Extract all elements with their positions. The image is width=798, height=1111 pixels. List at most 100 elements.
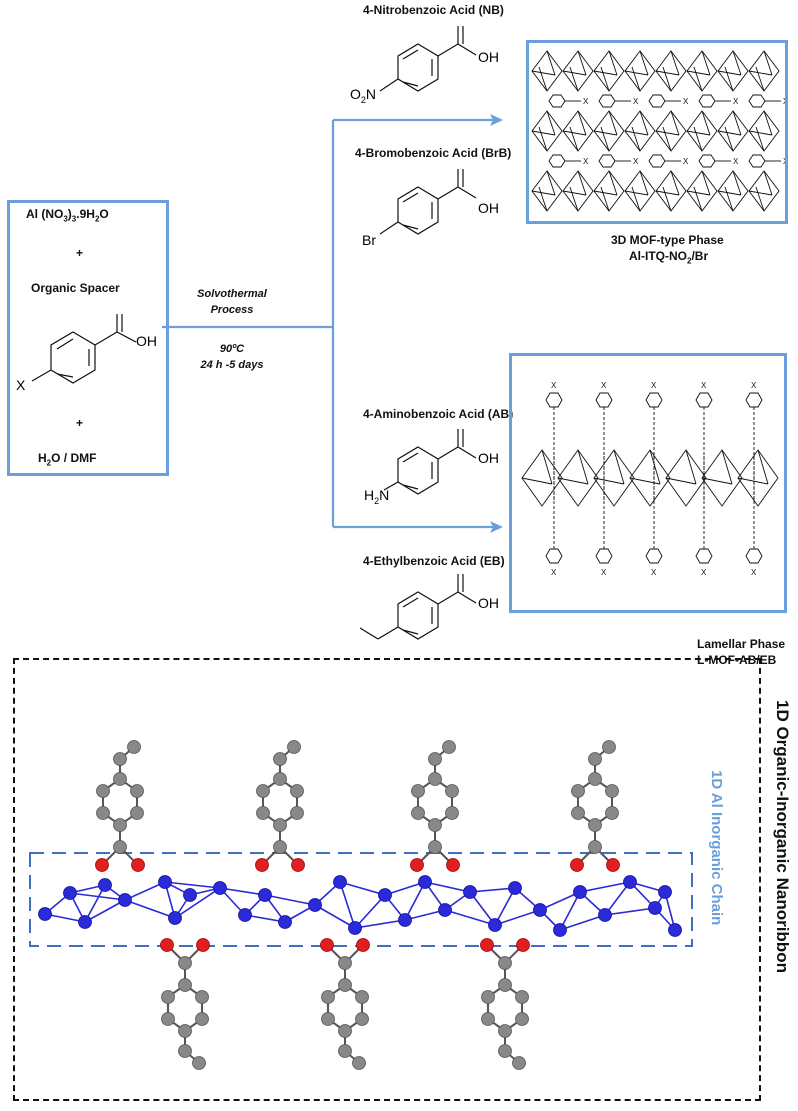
lamellar-linker-ring	[695, 392, 713, 408]
linker-x-label: X	[683, 157, 689, 166]
carbon-atom	[605, 806, 619, 820]
carbon-atom	[178, 1024, 192, 1038]
lamellar-edge	[557, 477, 589, 485]
octahedron-edge	[755, 126, 765, 152]
al-bond	[559, 891, 581, 931]
carbon-atom	[195, 990, 209, 1004]
octahedron-edge	[631, 66, 641, 92]
al-bond	[494, 887, 516, 926]
oxygen-atom	[356, 938, 370, 952]
lamellar-edge	[649, 449, 661, 485]
lamellar-edge	[577, 449, 589, 485]
octahedron-edge	[662, 186, 672, 212]
al-bond	[384, 881, 426, 896]
carbon-atom	[113, 840, 127, 854]
carbon-atom	[571, 784, 585, 798]
carbonyl-o-text: O	[110, 310, 121, 311]
lamellar-edge	[629, 477, 661, 485]
hydroxyl-text: OH	[136, 333, 157, 349]
carbon-atom	[588, 772, 602, 786]
carbon-atom	[498, 1044, 512, 1058]
octahedron-edge	[748, 70, 773, 76]
linker-x-label: X	[633, 157, 639, 166]
al-bond	[494, 909, 541, 926]
lamellar-x-label: X	[701, 381, 707, 390]
octahedron-edge	[577, 110, 587, 136]
octahedron-edge	[670, 50, 680, 76]
carbon-atom	[113, 752, 127, 766]
aluminum-atom	[463, 885, 477, 899]
carbon-atom	[411, 806, 425, 820]
carbon-atom	[178, 956, 192, 970]
al-bond	[404, 881, 426, 921]
octahedron-edge	[748, 130, 773, 136]
octahedron-edge	[755, 66, 765, 92]
octahedron-edge	[686, 190, 711, 196]
al-bond	[469, 891, 496, 926]
lamellar-edge	[613, 449, 625, 485]
linker-x-label: X	[683, 97, 689, 106]
lamellar-x-label: X	[651, 568, 657, 577]
al-bond	[539, 891, 581, 911]
oxygen-atom	[446, 858, 460, 872]
lamellar-octahedron	[629, 449, 671, 507]
carbon-atom	[290, 806, 304, 820]
carbon-atom	[515, 1012, 529, 1026]
plus-sign-2: +	[76, 416, 84, 430]
carbon-atom	[428, 752, 442, 766]
carbon-atom	[338, 956, 352, 970]
carbon-atom	[445, 784, 459, 798]
lamellar-edge	[685, 449, 697, 485]
octahedron	[748, 50, 780, 92]
octahedron-edge	[662, 126, 672, 152]
linker-x-label: X	[633, 97, 639, 106]
octahedron-edge	[724, 186, 734, 212]
aluminum-atom	[573, 885, 587, 899]
octahedron-edge	[655, 70, 680, 76]
al-bond	[424, 881, 471, 893]
oxygen-atom	[196, 938, 210, 952]
carbon-atom	[321, 990, 335, 1004]
lamellar-edge	[737, 477, 769, 485]
aluminum-atom	[158, 875, 172, 889]
lamellar-octahedron	[665, 449, 707, 507]
carbon-atom	[113, 818, 127, 832]
carbon-atom	[512, 1056, 526, 1070]
carbon-atom	[127, 740, 141, 754]
octahedron-edge	[701, 110, 711, 136]
lamellar-octahedron	[521, 449, 563, 507]
nanoribbon-ball-stick-model	[29, 740, 693, 1070]
octahedron-edge	[562, 130, 587, 136]
al-bond	[174, 887, 221, 919]
carbon-atom	[571, 806, 585, 820]
lamellar-edge	[757, 449, 769, 485]
al-bond	[314, 904, 356, 929]
aluminum-atom	[398, 913, 412, 927]
aluminum-atom	[78, 915, 92, 929]
carbon-atom	[161, 1012, 175, 1026]
lamellar-linker-ring	[595, 548, 613, 564]
oxygen-atom	[291, 858, 305, 872]
lamellar-edge	[721, 449, 733, 485]
octahedron-edge	[631, 186, 641, 212]
octahedron-edge	[693, 186, 703, 212]
octahedron-edge	[593, 190, 618, 196]
carbon-atom	[355, 1012, 369, 1026]
lamellar-x-label: X	[701, 568, 707, 577]
carbon-atom	[192, 1056, 206, 1070]
carbon-atom	[338, 1044, 352, 1058]
octahedron-edge	[686, 130, 711, 136]
ab-nh2-text: H2N	[364, 487, 389, 506]
octahedron-edge	[569, 126, 579, 152]
carbon-atom	[352, 1056, 366, 1070]
aluminum-atom	[238, 908, 252, 922]
carbon-atom	[161, 990, 175, 1004]
aluminum-atom	[38, 907, 52, 921]
al-bond	[354, 919, 406, 929]
linker-ring	[598, 94, 616, 108]
linker-ring	[598, 154, 616, 168]
al-bond	[559, 914, 606, 931]
lamellar-edge	[701, 477, 733, 485]
octahedron-edge	[755, 186, 765, 212]
